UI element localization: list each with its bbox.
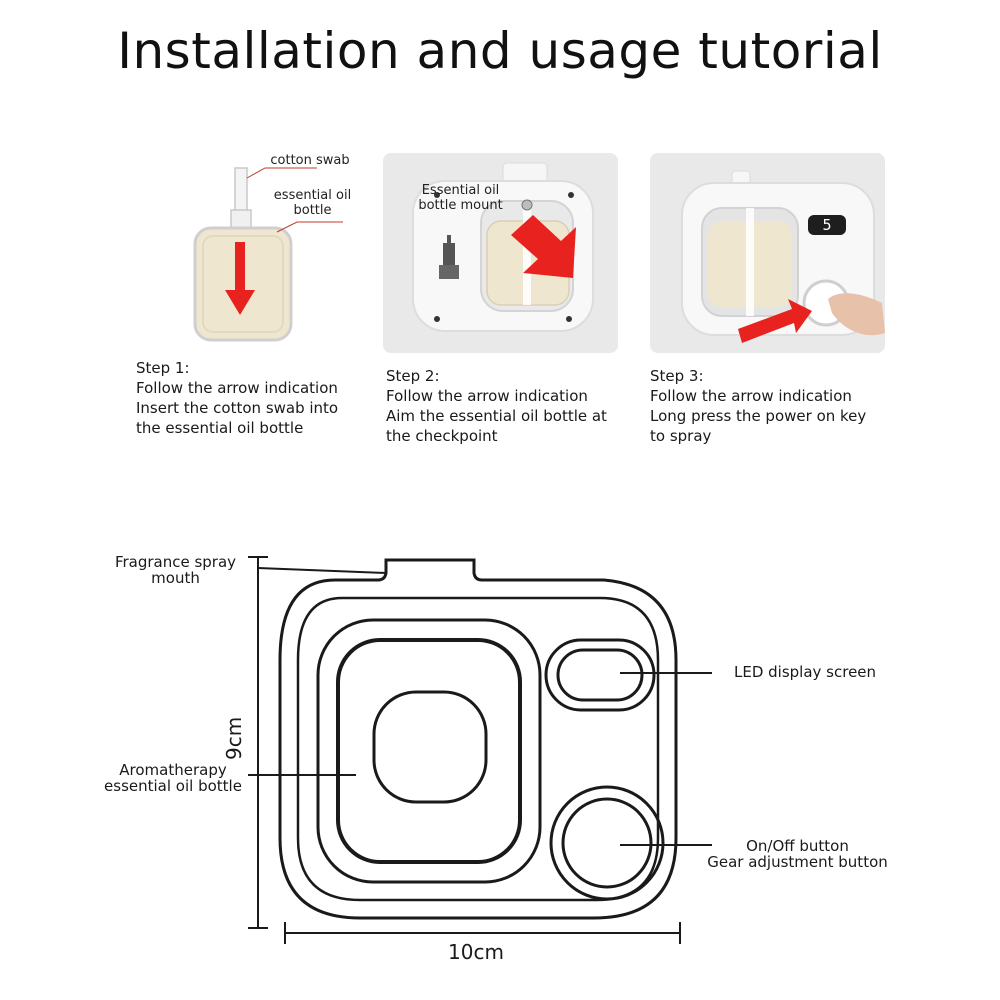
device-inner-outline bbox=[296, 596, 660, 902]
led-display-outer bbox=[544, 638, 656, 712]
arrow-down-head bbox=[225, 290, 255, 315]
led-screen-label: LED display screen bbox=[734, 663, 877, 681]
step-2-line: Aim the essential oil bottle at bbox=[386, 407, 607, 425]
arrow-up-left bbox=[511, 215, 576, 278]
oil-bottle-label: essential oil bottle bbox=[273, 188, 352, 218]
step1-illustration: cotton swab essential oil bottle bbox=[165, 150, 365, 360]
step-3-line: to spray bbox=[650, 427, 712, 445]
device-outline bbox=[278, 558, 678, 920]
bottle-window-inner bbox=[336, 638, 522, 864]
led-display-inner bbox=[556, 648, 644, 702]
page-title: Installation and usage tutorial bbox=[117, 22, 883, 80]
button-inner bbox=[561, 797, 653, 889]
button-label: On/Off button Gear adjustment button bbox=[700, 838, 895, 870]
step-3-title: Step 3: bbox=[650, 367, 704, 385]
on-off-button-label: On/Off button bbox=[746, 837, 849, 855]
step-2-title: Step 2: bbox=[386, 367, 440, 385]
gear-button-label: Gear adjustment button bbox=[707, 853, 888, 871]
cotton-swab-label: cotton swab bbox=[270, 153, 350, 168]
step-2-line: Follow the arrow indication bbox=[386, 387, 588, 405]
height-label: 9cm bbox=[222, 716, 246, 760]
spray-mouth-label: Fragrance spray mouth bbox=[114, 553, 237, 587]
bottle-mount-label: Essential oil bottle mount bbox=[418, 183, 503, 213]
oil-bottle-label: Aromatherapy essential oil bottle bbox=[104, 761, 242, 795]
spray-mouth-leader bbox=[257, 567, 387, 574]
led-screen bbox=[808, 215, 846, 235]
width-label: 10cm bbox=[448, 940, 504, 964]
step-3-line: Follow the arrow indication bbox=[650, 387, 852, 405]
led-digit: 5 bbox=[822, 216, 832, 234]
step-1-title: Step 1: bbox=[136, 359, 190, 377]
step-1-line: the essential oil bottle bbox=[136, 419, 304, 437]
step-3-line: Long press the power on key bbox=[650, 407, 867, 425]
step-3-text: Step 3: Follow the arrow indication Long… bbox=[650, 366, 866, 446]
step-1-line: Follow the arrow indication bbox=[136, 379, 338, 397]
arrow-down-shaft bbox=[235, 242, 245, 292]
step-1-text: Step 1: Follow the arrow indication Inse… bbox=[136, 358, 338, 438]
bottle-window-outer bbox=[316, 618, 542, 884]
bottle-cap-shape bbox=[372, 690, 488, 804]
step2-illustration: Essential oil bottle mount bbox=[383, 153, 618, 353]
step3-illustration: 5 bbox=[650, 153, 885, 353]
step-1-line: Insert the cotton swab into bbox=[136, 399, 339, 417]
step-2-line: the checkpoint bbox=[386, 427, 498, 445]
finger bbox=[828, 293, 885, 336]
step-2-text: Step 2: Follow the arrow indication Aim … bbox=[386, 366, 607, 446]
button-outer bbox=[549, 785, 665, 901]
arrow-right bbox=[738, 299, 812, 343]
